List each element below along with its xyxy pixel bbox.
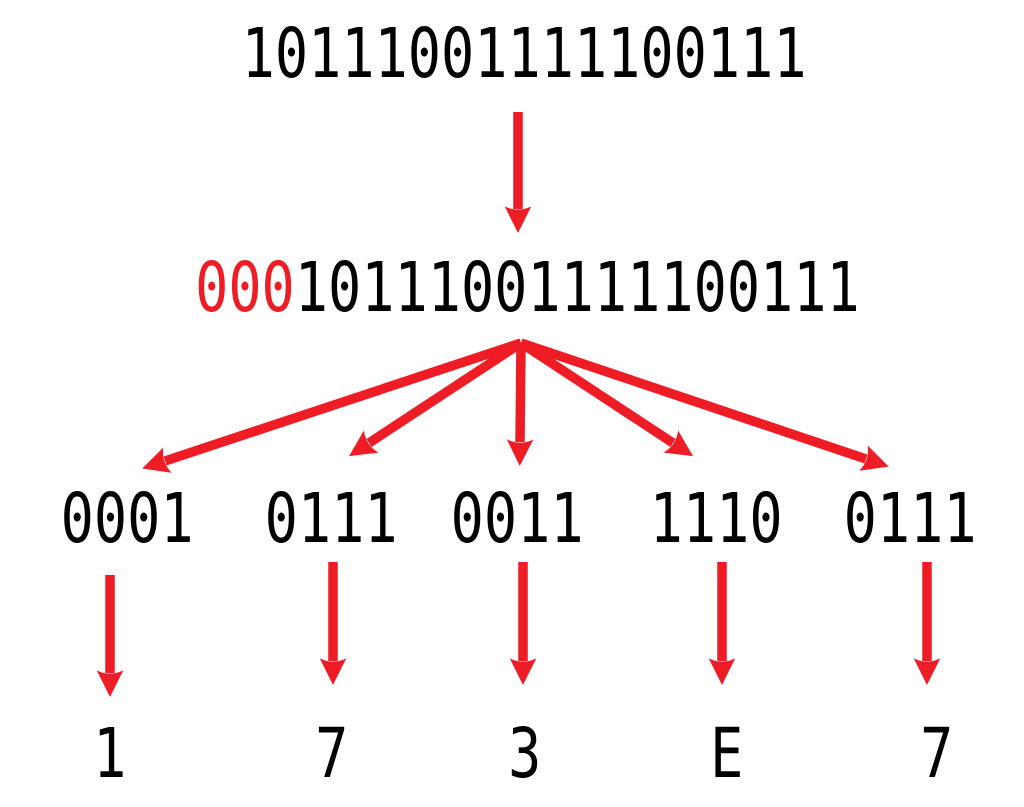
hex-digit-3-value: 3	[508, 714, 542, 794]
nibble-group-5-value: 0111	[843, 479, 977, 559]
fan-arrow-5	[519, 338, 889, 471]
hex-digit-5-value: 7	[920, 714, 954, 794]
hex-digit-4-value: E	[710, 714, 744, 794]
original-bits: 10111001111100111	[294, 248, 860, 328]
padded-binary-value: 00010111001111100111	[195, 254, 860, 323]
nibble-group-3-value: 0011	[450, 479, 584, 559]
nibble-group-1-value: 0001	[60, 479, 194, 559]
fan-arrow-4	[518, 339, 693, 457]
source-binary-value: 10111001111100111	[241, 14, 807, 94]
fan-arrow-3	[506, 342, 534, 466]
hex-digit-1-value: 1	[93, 714, 127, 794]
nibble-group-4-value: 1110	[649, 479, 783, 559]
hex-digit-2-value: 7	[315, 714, 349, 794]
nibble-group-2-value: 0111	[264, 479, 398, 559]
fan-arrow-2	[349, 339, 524, 457]
fan-arrow-1	[142, 338, 523, 473]
pad-prefix-zeros: 000	[194, 248, 295, 328]
